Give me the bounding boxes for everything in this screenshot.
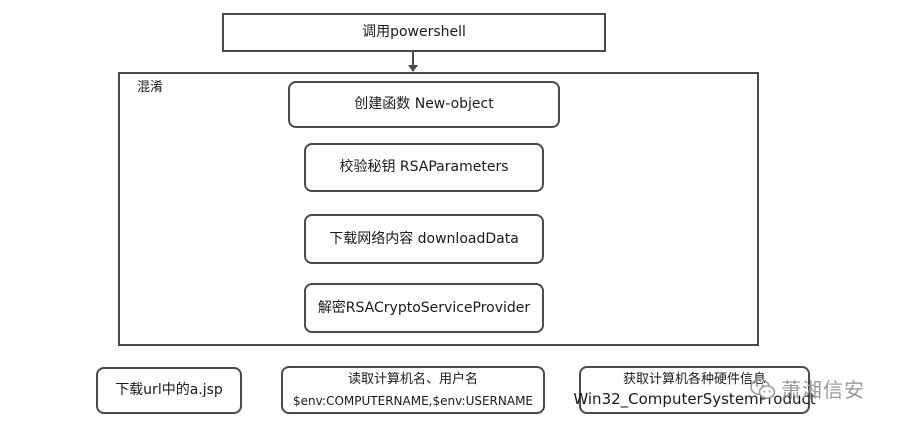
- step-download-content: 下载网络内容 downloadData: [304, 214, 544, 264]
- step-label: 下载网络内容 downloadData: [329, 230, 519, 247]
- invoke-powershell-box: 调用powershell: [222, 13, 606, 52]
- invoke-powershell-label: 调用powershell: [362, 24, 466, 41]
- download-jsp-box: 下载url中的a.jsp: [96, 367, 242, 414]
- wmi-class-text: Win32_ComputerSystemProduct: [573, 390, 816, 409]
- step-label: 校验秘钥 RSAParameters: [339, 159, 509, 176]
- obfuscation-title: 混淆: [137, 80, 164, 95]
- step-label: 创建函数 New-object: [354, 96, 494, 113]
- download-jsp-label: 下载url中的a.jsp: [115, 382, 223, 399]
- read-computer-user-title: 读取计算机名、用户名: [347, 372, 478, 387]
- watermark-text: 萧湘信安: [781, 378, 865, 402]
- env-variables-text: $env:COMPUTERNAME,$env:USERNAME: [292, 393, 534, 408]
- wechat-icon: [750, 378, 776, 399]
- step-decrypt: 解密RSACryptoServiceProvider: [304, 283, 544, 333]
- step-label: 解密RSACryptoServiceProvider: [317, 299, 531, 316]
- read-computer-user-box: 读取计算机名、用户名 $env:COMPUTERNAME,$env:USERNA…: [281, 366, 545, 414]
- hardware-info-title: 获取计算机各种硬件信息: [622, 371, 766, 387]
- step-verify-key: 校验秘钥 RSAParameters: [304, 143, 544, 192]
- step-create-function: 创建函数 New-object: [288, 81, 560, 128]
- watermark: 萧湘信安: [750, 374, 865, 403]
